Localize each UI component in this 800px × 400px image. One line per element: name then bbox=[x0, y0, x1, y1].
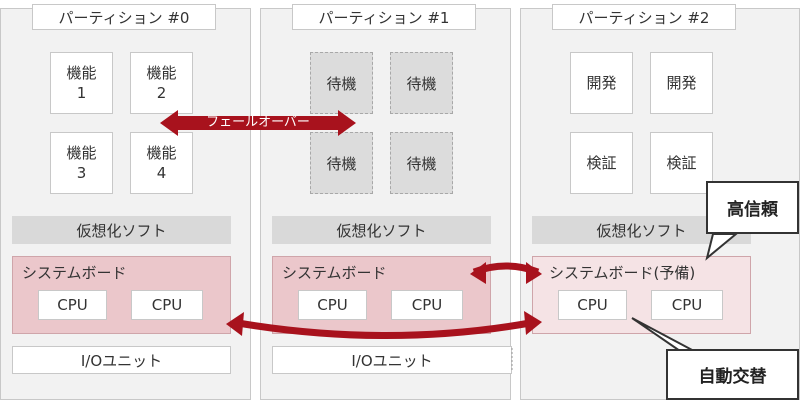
function-number: 3 bbox=[76, 164, 87, 182]
system-board-label: システムボード bbox=[282, 264, 387, 282]
function-box-2: 機能 2 bbox=[130, 52, 193, 114]
cpu-chip: CPU bbox=[651, 290, 723, 320]
partition-0 bbox=[0, 8, 251, 400]
function-box-3: 機能 3 bbox=[50, 132, 113, 194]
long-swap-arrowhead-left bbox=[226, 312, 244, 336]
spare-system-board-label: システムボード(予備) bbox=[549, 264, 696, 282]
long-swap-arrow bbox=[237, 319, 531, 339]
function-number: 1 bbox=[76, 84, 87, 102]
cpu-chip: CPU bbox=[298, 290, 367, 320]
function-label: 機能 bbox=[66, 144, 97, 162]
partition-2-title: パーティション #2 bbox=[552, 4, 736, 30]
board-swap-arrowhead-right bbox=[526, 262, 542, 284]
high-reliability-pointer bbox=[705, 233, 739, 261]
test-box: 検証 bbox=[650, 132, 713, 194]
function-number: 4 bbox=[156, 164, 167, 182]
board-swap-arrowhead-left bbox=[470, 262, 486, 284]
cpu-chip: CPU bbox=[558, 290, 627, 320]
partition-0-title: パーティション #0 bbox=[32, 4, 216, 30]
function-label: 機能 bbox=[66, 64, 97, 82]
function-number: 2 bbox=[156, 84, 167, 102]
cpu-chip: CPU bbox=[131, 290, 203, 320]
failover-label: フェールオーバー bbox=[206, 115, 310, 130]
function-label: 機能 bbox=[146, 144, 177, 162]
failover-arrow bbox=[160, 110, 356, 136]
partition-1-title: パーティション #1 bbox=[292, 4, 476, 30]
virtualization-software: 仮想化ソフト bbox=[272, 216, 491, 244]
function-box-4: 機能 4 bbox=[130, 132, 193, 194]
long-swap-arrowhead-right bbox=[524, 311, 542, 335]
test-box: 検証 bbox=[570, 132, 633, 194]
system-board-label: システムボード bbox=[22, 264, 127, 282]
standby-box: 待機 bbox=[390, 52, 453, 114]
io-unit: I/Oユニット bbox=[272, 346, 512, 374]
auto-swap-pointer bbox=[631, 317, 695, 352]
cpu-chip: CPU bbox=[38, 290, 107, 320]
virtualization-software: 仮想化ソフト bbox=[12, 216, 231, 244]
io-unit: I/Oユニット bbox=[12, 346, 231, 374]
dev-box: 開発 bbox=[650, 52, 713, 114]
cpu-chip: CPU bbox=[391, 290, 463, 320]
function-box-1: 機能 1 bbox=[50, 52, 113, 114]
function-label: 機能 bbox=[146, 64, 177, 82]
auto-swap-callout: 自動交替 bbox=[666, 349, 799, 400]
standby-box: 待機 bbox=[310, 132, 373, 194]
high-reliability-callout: 高信頼 bbox=[706, 181, 799, 234]
dev-box: 開発 bbox=[570, 52, 633, 114]
standby-box: 待機 bbox=[390, 132, 453, 194]
